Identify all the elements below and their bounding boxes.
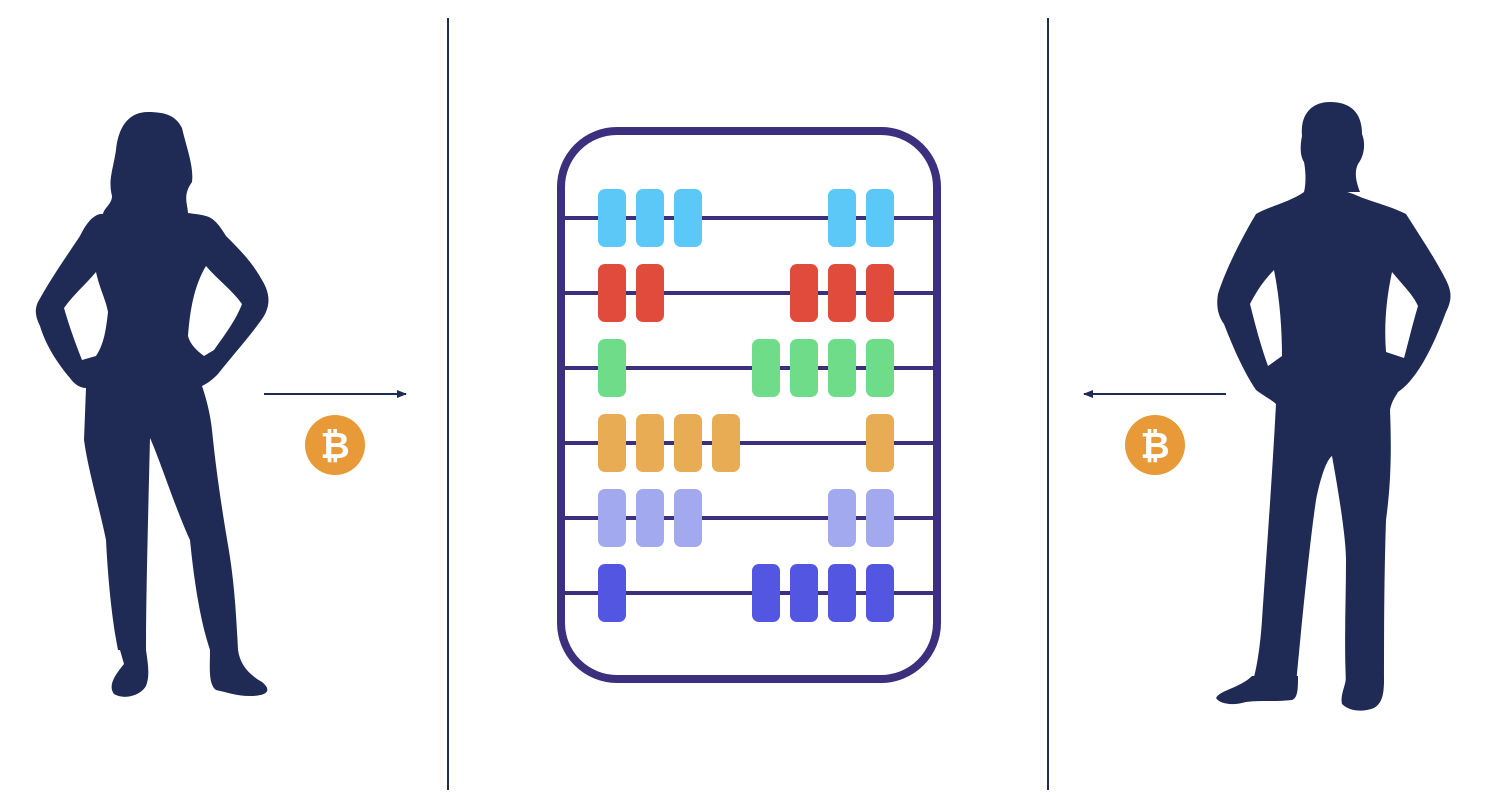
- abacus-row: [565, 189, 933, 247]
- woman-silhouette-icon: [35, 112, 269, 697]
- abacus-bead: [598, 339, 626, 397]
- abacus-bead: [598, 264, 626, 322]
- abacus-bead: [866, 189, 894, 247]
- abacus-bead: [636, 489, 664, 547]
- bitcoin-coin-icon: ₿: [305, 415, 365, 475]
- bitcoin-symbol: ₿: [320, 426, 349, 467]
- abacus-bead: [752, 564, 780, 622]
- abacus-bead: [712, 414, 740, 472]
- abacus-bead: [828, 264, 856, 322]
- abacus-bead: [752, 339, 780, 397]
- abacus-bead: [598, 414, 626, 472]
- abacus-bead: [598, 189, 626, 247]
- abacus-bead: [866, 489, 894, 547]
- abacus-bead: [790, 339, 818, 397]
- abacus-bead: [674, 414, 702, 472]
- abacus-icon: [557, 127, 941, 683]
- abacus-bead: [636, 264, 664, 322]
- bitcoin-coin-icon: ₿: [1125, 415, 1185, 475]
- abacus-bead: [866, 414, 894, 472]
- abacus-bead: [866, 264, 894, 322]
- bitcoin-symbol: ₿: [1140, 426, 1169, 467]
- abacus-bead: [636, 189, 664, 247]
- abacus-bead: [828, 564, 856, 622]
- abacus-row: [565, 339, 933, 397]
- abacus-bead: [674, 189, 702, 247]
- abacus-row: [565, 264, 933, 322]
- abacus-bead: [828, 489, 856, 547]
- abacus-row: [565, 564, 933, 622]
- abacus-bead: [866, 564, 894, 622]
- abacus-row: [565, 414, 933, 472]
- abacus-bead: [790, 264, 818, 322]
- abacus-bead: [828, 189, 856, 247]
- abacus-bead: [790, 564, 818, 622]
- abacus-frame: [557, 127, 941, 683]
- man-silhouette-icon: [1216, 102, 1451, 711]
- abacus-bead: [866, 339, 894, 397]
- abacus-bead: [636, 414, 664, 472]
- abacus-bead: [674, 489, 702, 547]
- abacus-bead: [598, 489, 626, 547]
- abacus-row: [565, 489, 933, 547]
- abacus-bead: [598, 564, 626, 622]
- abacus-bead: [828, 339, 856, 397]
